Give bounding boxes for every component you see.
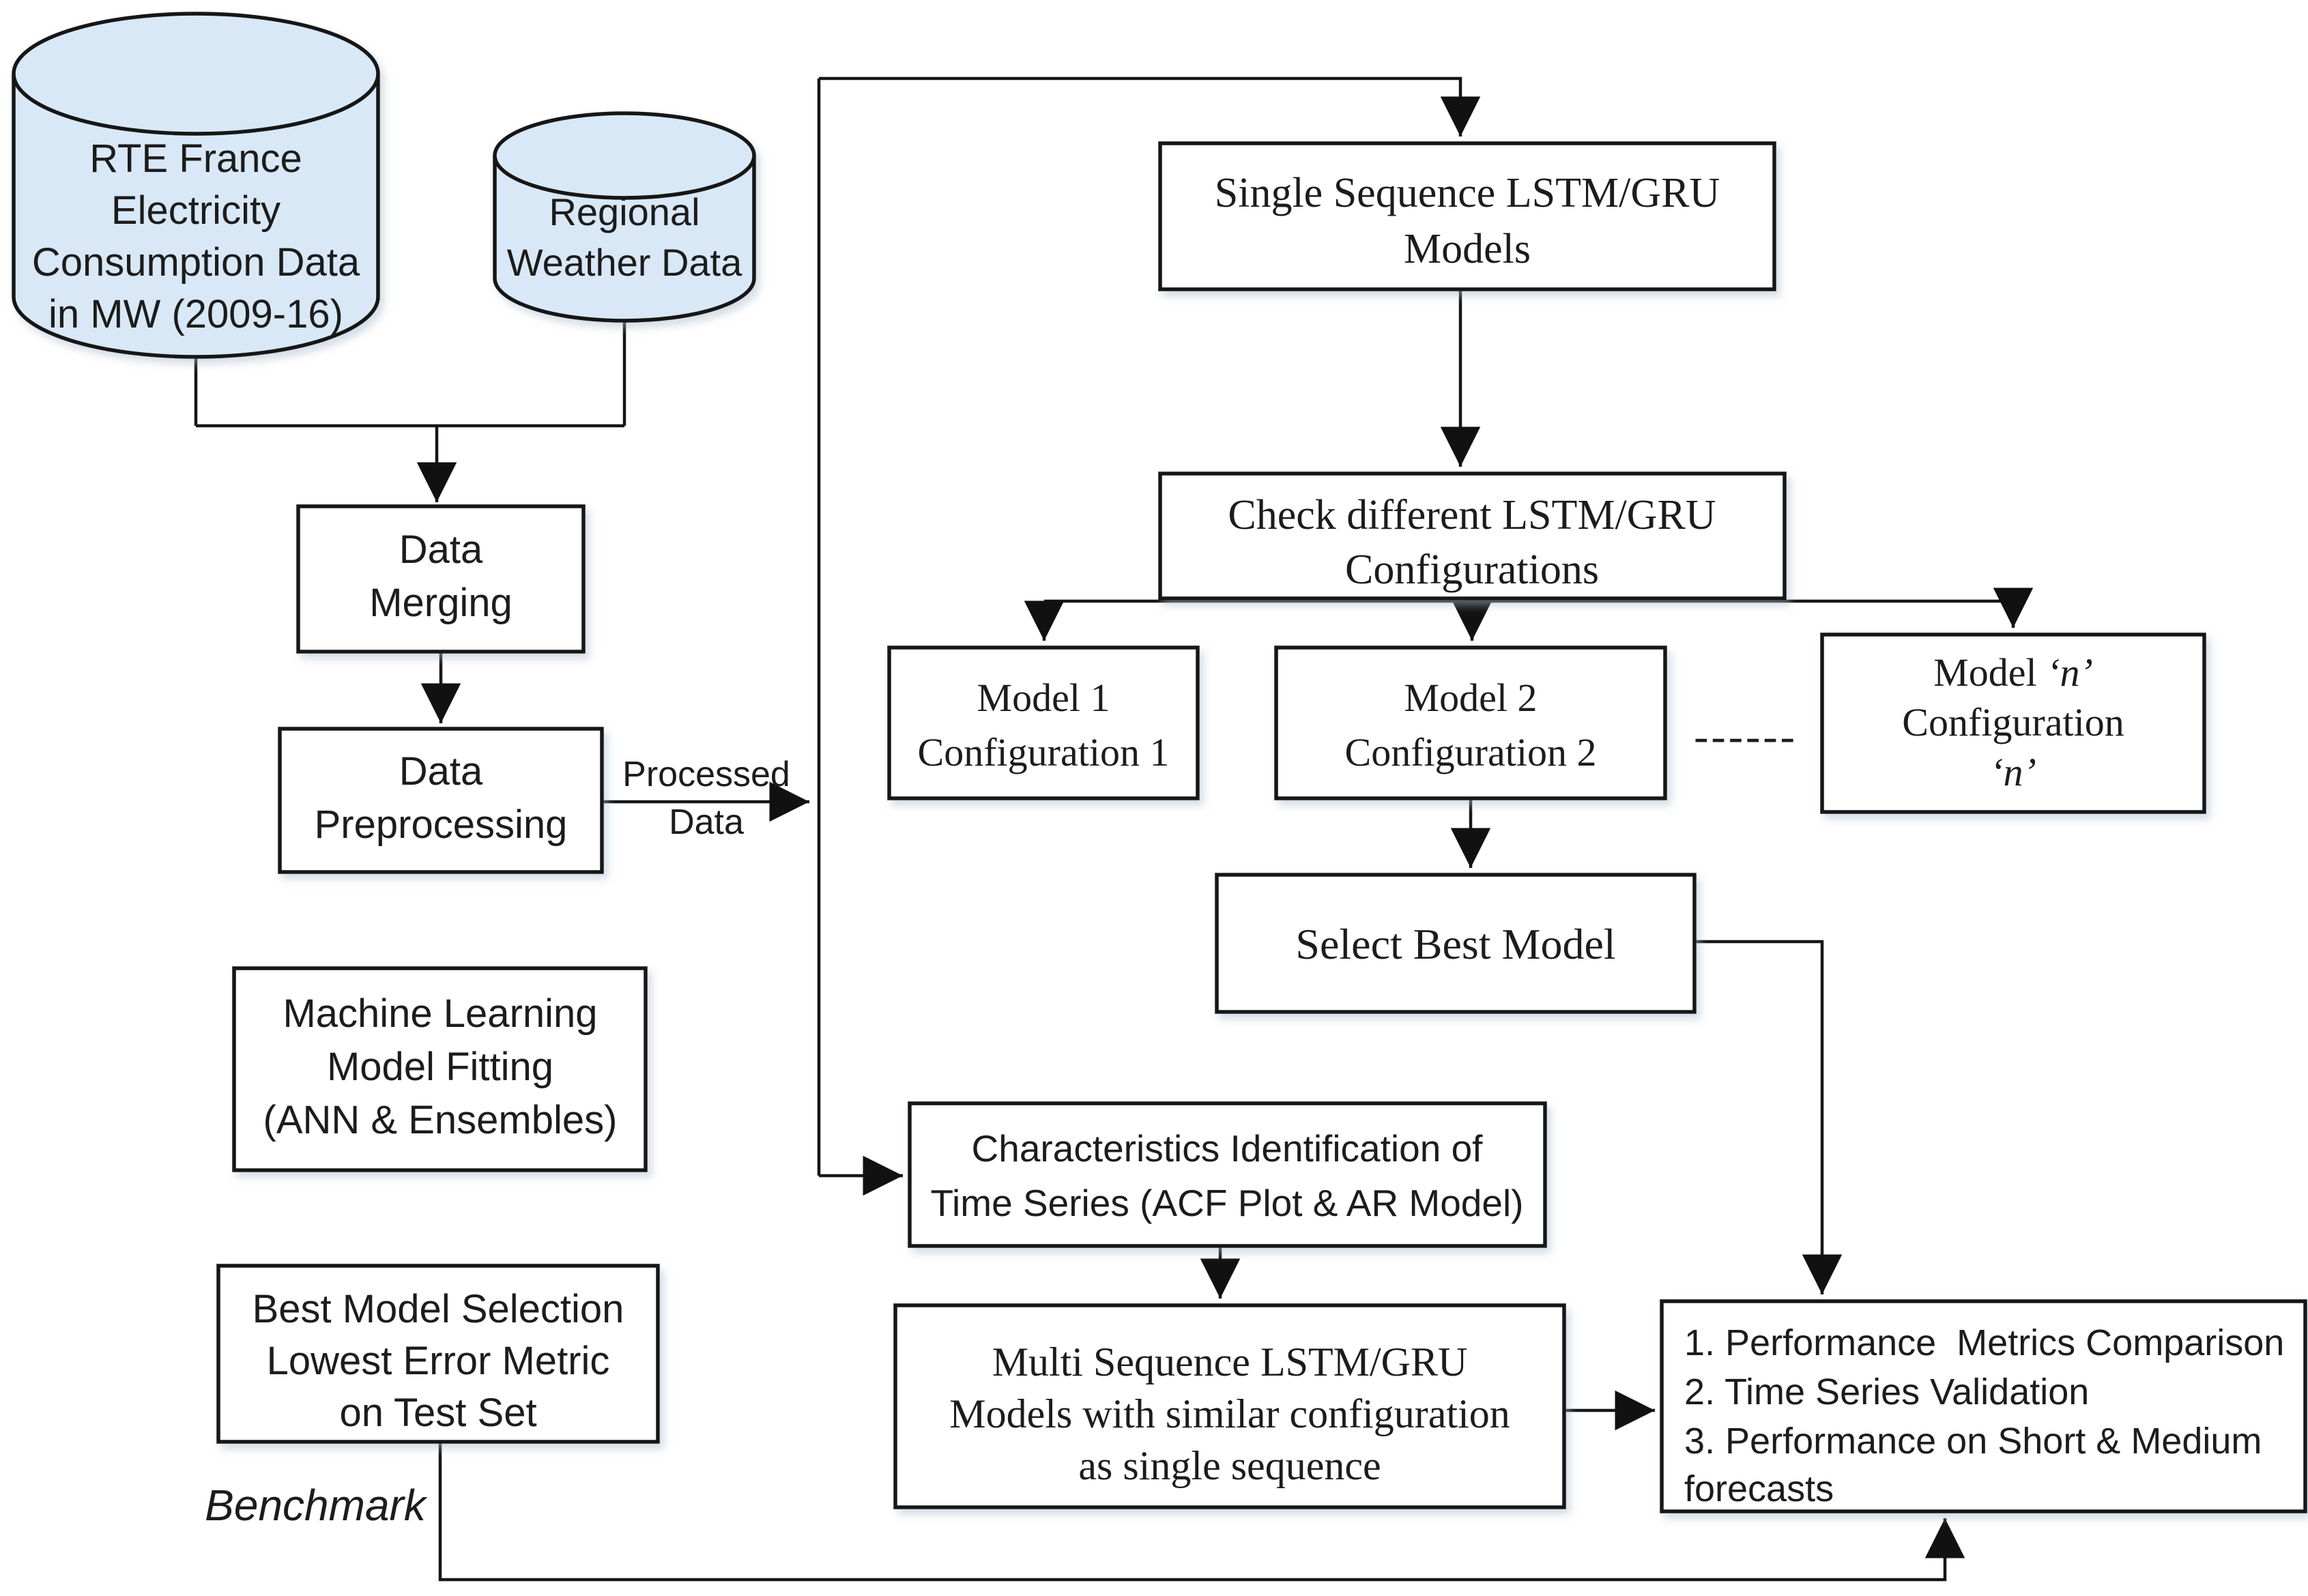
- box-ml-fitting: Machine Learning Model Fitting (ANN & En…: [232, 966, 648, 1172]
- box-ml-fitting-line3: (ANN & Ensembles): [263, 1098, 618, 1142]
- box-multi-sequence-line2: Models with similar configuration: [949, 1391, 1510, 1436]
- box-single-sequence-rect: [1158, 141, 1776, 291]
- box-model1-line2: Configuration 1: [918, 730, 1170, 774]
- cylinder-weather-label-line2: Weather Data: [507, 241, 742, 284]
- cylinder-regional-weather: Regional Weather Data: [493, 111, 756, 323]
- box-multi-sequence-line3: as single sequence: [1078, 1443, 1381, 1488]
- box-multi-sequence: Multi Sequence LSTM/GRU Models with simi…: [893, 1303, 1566, 1509]
- box-evaluation-line3: 3. Performance on Short & Medium: [1684, 1421, 2262, 1462]
- box-best-model-selection: Best Model Selection Lowest Error Metric…: [216, 1264, 660, 1444]
- cylinder-rte-body: [12, 74, 380, 359]
- arrow-benchmark-to-evaluation: [438, 1442, 1965, 1582]
- box-modeln-rect: [1820, 633, 2206, 814]
- box-ml-fitting-line1: Machine Learning: [283, 991, 597, 1036]
- label-benchmark: Benchmark: [205, 1481, 428, 1530]
- box-data-preprocessing: Data Preprocessing: [278, 727, 604, 874]
- box-best-model-line1: Best Model Selection: [253, 1287, 624, 1331]
- cylinder-weather-top: [493, 111, 756, 200]
- box-characteristics: Characteristics Identification of Time S…: [908, 1101, 1547, 1248]
- box-check-configurations: Check different LSTM/GRU Configurations: [1158, 471, 1787, 600]
- arrow-trunk-to-single-sequence: [819, 76, 1481, 136]
- box-select-best-model-rect: [1215, 873, 1697, 1014]
- label-processed-data: Processed Data: [622, 755, 790, 842]
- box-single-sequence: Single Sequence LSTM/GRU Models: [1158, 141, 1776, 291]
- box-multi-sequence-rect: [893, 1303, 1566, 1509]
- box-characteristics-rect: [908, 1101, 1547, 1248]
- box-modeln-line1-prefix: Model: [1933, 650, 2047, 695]
- box-evaluation-line4: forecasts: [1684, 1468, 1834, 1509]
- box-data-preprocessing-line2: Preprocessing: [315, 802, 568, 847]
- box-modeln-line1-n: ‘n’: [2047, 650, 2093, 695]
- box-data-preprocessing-line1: Data: [399, 749, 483, 794]
- box-characteristics-line1: Characteristics Identification of: [972, 1127, 1484, 1170]
- box-modeln-line3: ‘n’: [1990, 750, 2036, 794]
- box-characteristics-line2: Time Series (ACF Plot & AR Model): [930, 1182, 1523, 1224]
- box-check-line1: Check different LSTM/GRU: [1228, 492, 1716, 538]
- label-ellipsis-dashes: ------: [1694, 712, 1798, 760]
- box-model2-rect: [1274, 645, 1667, 800]
- box-ml-fitting-rect: [232, 966, 648, 1172]
- box-model2: Model 2 Configuration 2: [1274, 645, 1667, 800]
- box-model2-line1: Model 2: [1404, 676, 1538, 720]
- box-single-sequence-line2: Models: [1404, 226, 1531, 272]
- box-single-sequence-line1: Single Sequence LSTM/GRU: [1215, 170, 1720, 216]
- box-evaluation-line1: 1. Performance Metrics Comparison: [1684, 1322, 2284, 1363]
- box-modeln-line1: Model ‘n’: [1933, 650, 2093, 695]
- arrow-select-to-evaluation: [1694, 940, 1843, 1294]
- box-select-best-model-label: Select Best Model: [1295, 920, 1615, 968]
- box-evaluation: 1. Performance Metrics Comparison 2. Tim…: [1660, 1299, 2307, 1513]
- box-check-configurations-rect: [1158, 471, 1787, 600]
- box-model1-rect: [887, 645, 1200, 800]
- box-modeln-line2: Configuration: [1902, 700, 2124, 744]
- box-data-merging: Data Merging: [296, 504, 586, 654]
- cylinder-weather-body: [493, 156, 756, 323]
- cylinder-rte-label-line2: Electricity: [111, 188, 280, 233]
- box-model1: Model 1 Configuration 1: [887, 645, 1200, 800]
- cylinder-rte-label-line1: RTE France: [89, 136, 302, 181]
- box-model2-line2: Configuration 2: [1345, 730, 1597, 774]
- box-best-model-line2: Lowest Error Metric: [267, 1339, 610, 1383]
- box-evaluation-line2: 2. Time Series Validation: [1684, 1372, 2089, 1412]
- box-best-model-selection-rect: [216, 1264, 660, 1444]
- box-best-model-line3: on Test Set: [339, 1391, 536, 1435]
- box-check-line2: Configurations: [1345, 547, 1599, 593]
- box-data-merging-rect: [296, 504, 586, 654]
- cylinder-rte-label-line3: Consumption Data: [32, 240, 360, 285]
- box-data-merging-line2: Merging: [369, 581, 513, 625]
- box-evaluation-rect: [1660, 1299, 2307, 1513]
- cylinder-rte-label-line4: in MW (2009-16): [48, 292, 343, 336]
- label-processed-data-line1: Processed: [622, 755, 790, 794]
- cylinder-rte-france: RTE France Electricity Consumption Data …: [12, 12, 380, 359]
- box-select-best-model: Select Best Model: [1215, 873, 1697, 1014]
- box-modeln: Model ‘n’ Configuration ‘n’: [1820, 633, 2206, 814]
- connectors: [194, 76, 2034, 1582]
- cylinder-rte-top: [12, 12, 380, 136]
- box-data-merging-line1: Data: [399, 527, 483, 572]
- box-model1-line1: Model 1: [977, 676, 1110, 720]
- box-data-preprocessing-rect: [278, 727, 604, 874]
- box-ml-fitting-line2: Model Fitting: [327, 1045, 553, 1089]
- label-processed-data-line2: Data: [669, 802, 744, 842]
- box-multi-sequence-line1: Multi Sequence LSTM/GRU: [992, 1339, 1468, 1384]
- cylinder-weather-label-line1: Regional: [549, 190, 699, 233]
